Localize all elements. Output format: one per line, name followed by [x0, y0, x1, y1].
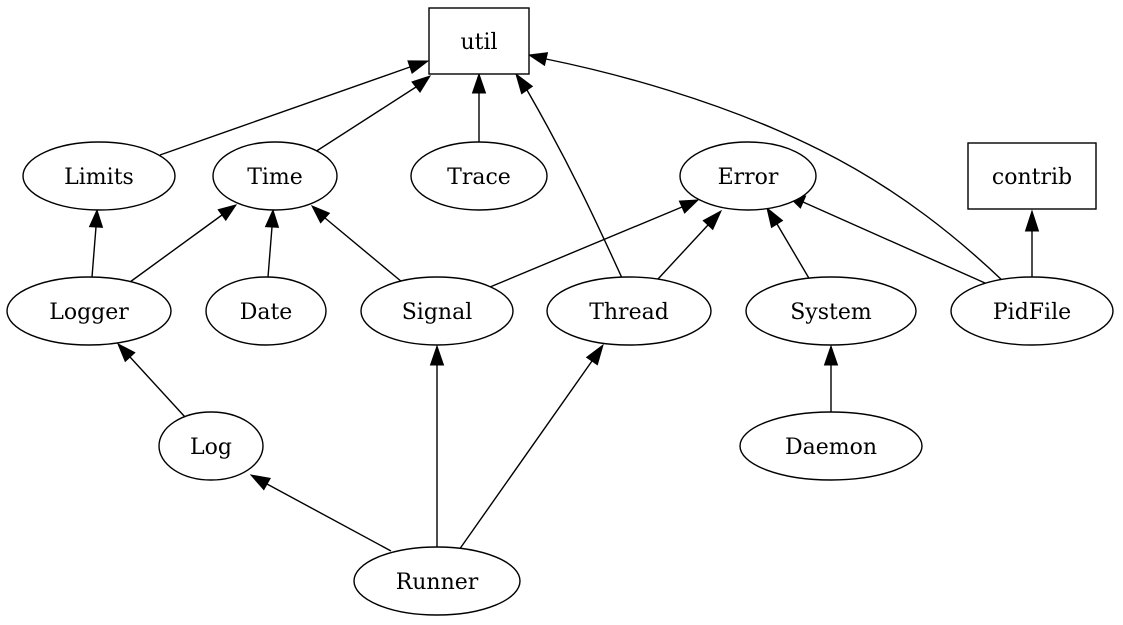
edge-logger-to-limits: [88, 208, 104, 278]
arrowhead: [585, 343, 604, 366]
edge-line: [91, 226, 97, 278]
node-ellipse: [739, 411, 923, 481]
edge-line: [458, 360, 593, 551]
node-label: util: [460, 30, 497, 55]
node-label: contrib: [992, 165, 1072, 190]
arrowhead: [407, 60, 430, 74]
node-ellipse: [353, 546, 521, 616]
node-daemon: Daemon: [739, 411, 923, 481]
edge-line: [489, 206, 683, 288]
edge-line: [159, 66, 411, 156]
edge-pidfile-to-util: [527, 52, 1005, 283]
edge-line: [657, 224, 709, 280]
node-label: Log: [190, 435, 232, 460]
node-runner: Runner: [353, 546, 521, 616]
node-ellipse: [546, 276, 712, 346]
arrowhead: [702, 209, 723, 231]
node-thread: Thread: [546, 276, 712, 346]
arrowhead: [117, 342, 136, 363]
edge-runner-to-signal: [429, 344, 445, 547]
node-label: Error: [718, 165, 779, 190]
edge-log-to-logger: [117, 342, 186, 418]
node-box: [428, 7, 530, 75]
node-label: Limits: [64, 165, 134, 190]
node-pidfile: PidFile: [950, 276, 1114, 346]
node-date: Date: [205, 276, 327, 346]
arrowhead: [217, 204, 238, 222]
node-ellipse: [745, 276, 917, 346]
edge-runner-to-thread: [458, 343, 604, 551]
node-box: [967, 142, 1097, 210]
node-ellipse: [212, 141, 338, 211]
arrowhead: [264, 208, 280, 228]
node-label: Runner: [396, 570, 479, 595]
node-ellipse: [6, 276, 172, 346]
edge-line: [802, 201, 986, 284]
arrowhead: [471, 72, 487, 94]
edge-time-to-util: [314, 75, 432, 153]
node-util: util: [428, 7, 530, 75]
edge-line: [129, 356, 186, 418]
node-ellipse: [360, 276, 514, 346]
edge-logger-to-time: [129, 204, 238, 283]
node-label: System: [790, 300, 872, 325]
arrowhead: [429, 344, 445, 366]
edge-trace-to-util: [471, 72, 487, 142]
edge-line: [129, 214, 223, 283]
node-ellipse: [205, 276, 327, 346]
node-label: PidFile: [993, 300, 1071, 325]
edge-line: [526, 89, 623, 279]
node-label: Thread: [589, 300, 669, 325]
edge-signal-to-time: [310, 205, 403, 283]
edge-line: [267, 226, 273, 278]
arrowhead: [1024, 209, 1040, 232]
edge-date-to-time: [264, 208, 280, 278]
edge-pidfile-to-contrib: [1024, 209, 1040, 277]
arrowhead: [88, 208, 104, 228]
edge-thread-to-util: [515, 72, 623, 279]
edge-thread-to-error: [657, 209, 723, 280]
node-log: Log: [158, 411, 264, 481]
node-label: Time: [247, 165, 303, 190]
arrowhead: [310, 205, 331, 224]
node-ellipse: [410, 141, 548, 211]
arrowhead: [249, 474, 271, 491]
node-ellipse: [679, 141, 817, 211]
node-system: System: [745, 276, 917, 346]
edge-runner-to-log: [249, 474, 392, 552]
node-logger: Logger: [6, 276, 172, 346]
edge-line: [776, 223, 811, 281]
node-trace: Trace: [410, 141, 548, 211]
arrowhead: [678, 199, 700, 214]
node-ellipse: [158, 411, 264, 481]
node-label: Daemon: [785, 435, 877, 460]
edge-signal-to-error: [489, 199, 700, 288]
arrowhead: [411, 75, 432, 93]
edge-line: [324, 217, 403, 283]
arrowhead: [515, 72, 534, 95]
node-error: Error: [679, 141, 817, 211]
node-label: Trace: [447, 165, 511, 190]
node-label: Signal: [402, 300, 473, 325]
edge-line: [314, 86, 417, 153]
edge-system-to-error: [766, 206, 811, 281]
node-ellipse: [22, 141, 176, 211]
edge-daemon-to-system: [823, 344, 839, 412]
node-time: Time: [212, 141, 338, 211]
node-label: Date: [240, 300, 293, 325]
edge-line: [545, 58, 1005, 283]
node-ellipse: [950, 276, 1114, 346]
edge-line: [266, 483, 392, 552]
arrowhead: [766, 206, 784, 229]
node-signal: Signal: [360, 276, 514, 346]
edges-layer: [88, 52, 1040, 552]
node-contrib: contrib: [967, 142, 1097, 210]
node-limits: Limits: [22, 141, 176, 211]
edge-limits-to-util: [159, 60, 430, 156]
arrowhead: [527, 52, 549, 67]
node-label: Logger: [49, 300, 129, 325]
arrowhead: [823, 344, 839, 366]
